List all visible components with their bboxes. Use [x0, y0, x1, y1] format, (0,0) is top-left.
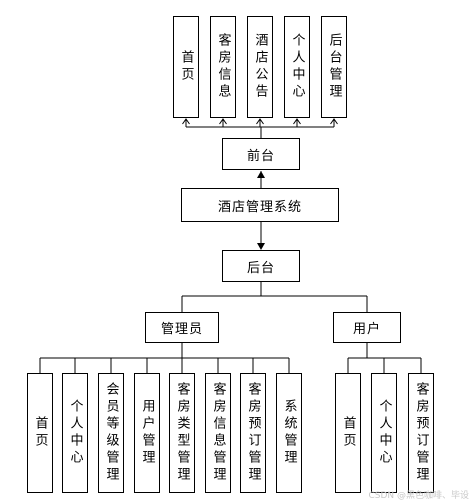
front-page-hotel-notice: 酒店公告 — [247, 16, 273, 118]
front-root-node: 前台 — [222, 138, 300, 170]
user-module-room-booking: 客房预订管理 — [408, 373, 434, 493]
arrowhead-up — [256, 118, 264, 125]
admin-module-user-management: 用户管理 — [134, 373, 160, 493]
arrowhead-up — [182, 118, 190, 125]
admin-module-room-booking: 客房预订管理 — [240, 373, 266, 493]
front-page-personal-center: 个人中心 — [284, 16, 310, 118]
arrowhead-up — [257, 171, 265, 178]
admin-module-home: 首页 — [27, 373, 53, 493]
watermark: CSDN @黑色咖啡、毕设 — [368, 491, 469, 501]
front-page-home: 首页 — [173, 16, 199, 118]
arrowhead-up — [330, 118, 338, 125]
admin-module-system-management: 系统管理 — [276, 373, 302, 493]
admin-module-member-level: 会员等级管理 — [98, 373, 124, 493]
user-module-home: 首页 — [335, 373, 361, 493]
front-page-backend-management: 后台管理 — [321, 16, 347, 118]
system-node: 酒店管理系统 — [181, 188, 339, 222]
front-page-room-info: 客房信息 — [210, 16, 236, 118]
admin-module-room-type: 客房类型管理 — [169, 373, 195, 493]
arrowhead-up — [293, 118, 301, 125]
admin-module-room-info: 客房信息管理 — [205, 373, 231, 493]
user-role-node: 用户 — [333, 312, 401, 343]
arrowhead-up — [219, 118, 227, 125]
admin-role-node: 管理员 — [145, 312, 219, 343]
arrowhead-down — [257, 243, 265, 250]
admin-module-personal-center: 个人中心 — [62, 373, 88, 493]
user-module-personal-center: 个人中心 — [371, 373, 397, 493]
back-root-node: 后台 — [222, 250, 300, 282]
